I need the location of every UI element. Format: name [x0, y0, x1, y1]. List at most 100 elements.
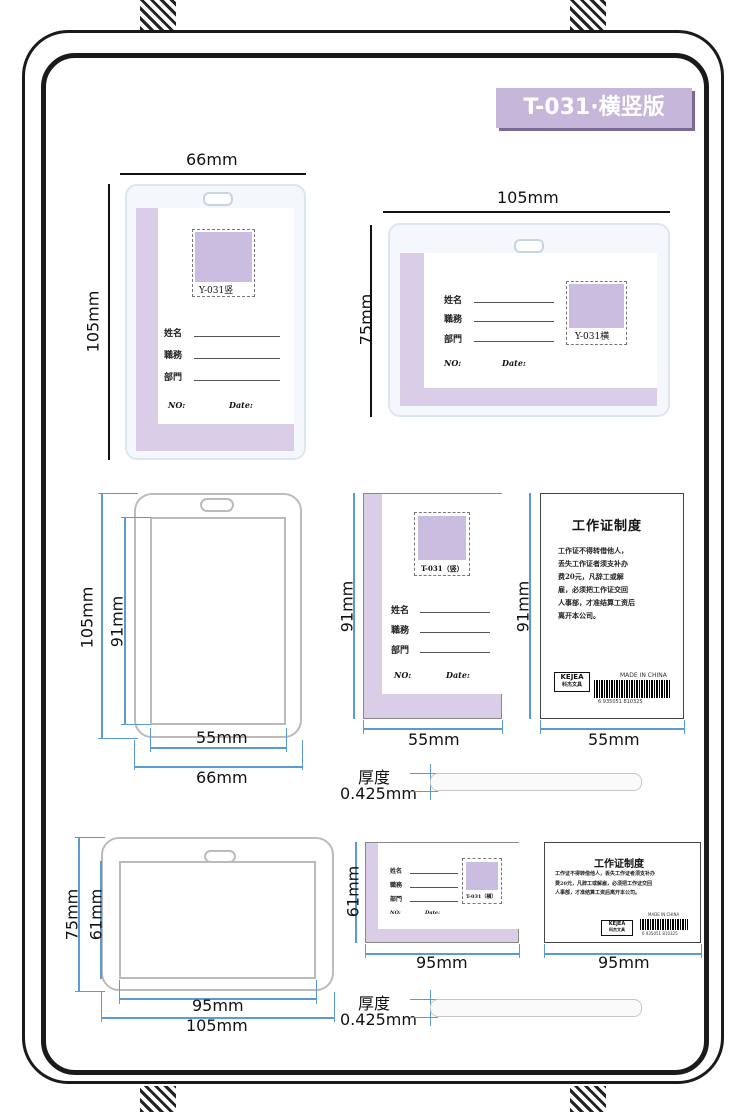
vertical-holder-outline: [134, 493, 302, 738]
dim-line: [334, 992, 335, 1022]
lanyard-strip-left-bottom: [140, 1086, 176, 1112]
thickness-label: 厚度: [358, 768, 391, 787]
width-55-label: 55mm: [408, 730, 460, 749]
barcode: [594, 680, 670, 698]
thickness-value: 0.425mm: [340, 1010, 417, 1029]
dim-line: [544, 944, 545, 958]
height-105-label: 105mm: [77, 586, 97, 649]
thickness-profile: [430, 773, 642, 791]
dim-line: [355, 842, 357, 943]
no-label: NO:: [444, 358, 462, 368]
width-66-label: 66mm: [196, 768, 248, 787]
dim-line: [540, 720, 541, 734]
horizontal-holder-outline: [101, 837, 334, 991]
lanyard-strip-right-bottom: [570, 1086, 606, 1112]
dim-line: [410, 1017, 438, 1018]
dim-line: [410, 791, 438, 792]
dim-line: [98, 493, 138, 494]
photo-frame: T-031（竖）: [414, 512, 470, 576]
dim-line: [363, 720, 364, 734]
dim-line: [101, 493, 103, 739]
dim-line: [302, 740, 303, 770]
dim-line: [75, 837, 105, 838]
product-title: T-031·横竖版: [496, 88, 692, 128]
position-label: 職務: [444, 315, 463, 325]
dim-line: [540, 728, 684, 730]
name-label: 姓名: [164, 329, 183, 339]
lanyard-strip-right-top: [570, 0, 606, 30]
dim-line: [365, 953, 519, 955]
name-label: 姓名: [391, 606, 410, 616]
height-91-label: 91mm: [337, 580, 357, 633]
dim-line: [119, 980, 120, 1004]
no-label: NO:: [168, 400, 186, 410]
barcode: [640, 919, 688, 930]
dim-line: [134, 740, 135, 770]
height-105-label: 105mm: [83, 290, 103, 353]
width-105-label: 105mm: [497, 188, 559, 207]
width-105-label: 105mm: [186, 1016, 248, 1035]
dim-line: [684, 720, 685, 734]
dim-line: [134, 766, 302, 768]
dim-line: [101, 992, 102, 1022]
department-label: 部門: [164, 373, 183, 383]
made-in-label: MADE IN CHINA: [620, 672, 667, 679]
height-91-label: 91mm: [513, 580, 533, 633]
lanyard-slot: [204, 850, 236, 863]
dim-line: [150, 747, 286, 749]
photo-label: Y-031横: [575, 332, 610, 342]
no-label: NO:: [390, 910, 401, 916]
outer-frame: [22, 30, 724, 1084]
rules-title: 工作证制度: [594, 859, 644, 870]
dim-line: [108, 184, 110, 460]
width-66-label: 66mm: [186, 150, 238, 169]
dim-line: [353, 493, 355, 719]
thickness-label: 厚度: [358, 994, 391, 1013]
thickness-value: 0.425mm: [340, 784, 417, 803]
dim-line: [100, 861, 102, 979]
photo-label: T-031（竖）: [421, 564, 464, 573]
dim-line: [101, 1017, 334, 1019]
height-61-label: 61mm: [86, 888, 106, 941]
lanyard-slot: [203, 192, 233, 206]
width-55-label: 55mm: [588, 730, 640, 749]
dim-line: [529, 493, 531, 719]
dim-line: [120, 173, 306, 175]
height-75-label: 75mm: [62, 888, 82, 941]
lanyard-slot: [514, 239, 544, 253]
height-61-label: 61mm: [343, 865, 363, 918]
dim-line: [75, 991, 105, 992]
inner-frame: [41, 53, 709, 1075]
dim-line: [119, 998, 316, 1000]
lanyard-strip-left-top: [140, 0, 176, 30]
name-label: 姓名: [390, 868, 403, 875]
dim-line: [383, 211, 670, 213]
dim-line: [502, 720, 503, 734]
dim-line: [121, 724, 151, 725]
dim-line: [98, 738, 138, 739]
dim-line: [519, 944, 520, 958]
date-label: Date:: [425, 910, 440, 916]
dim-line: [701, 944, 702, 958]
thickness-profile: [430, 999, 642, 1017]
position-label: 職務: [164, 351, 183, 361]
dim-line: [316, 980, 317, 1004]
position-label: 職務: [390, 882, 403, 889]
no-label: NO:: [394, 670, 412, 680]
made-in-label: MADE IN CHINA: [648, 912, 680, 917]
dim-line: [365, 944, 366, 958]
photo-frame: Y-031竖: [192, 229, 255, 297]
width-95-label: 95mm: [598, 953, 650, 972]
dim-line: [410, 773, 438, 774]
width-95-label: 95mm: [192, 996, 244, 1015]
date-label: Date:: [229, 400, 253, 410]
date-label: Date:: [446, 670, 470, 680]
rules-text: 工作证不得转借他人， 丢失工作证者须支补办 费20元，凡辞工或解 雇，必须把工作…: [558, 546, 635, 620]
width-55-label: 55mm: [196, 728, 248, 747]
dim-line: [124, 517, 126, 725]
photo-label: Y-031竖: [199, 286, 234, 296]
dim-line: [544, 953, 701, 955]
photo-frame: T-031（横）: [462, 858, 502, 904]
date-label: Date:: [502, 358, 526, 368]
